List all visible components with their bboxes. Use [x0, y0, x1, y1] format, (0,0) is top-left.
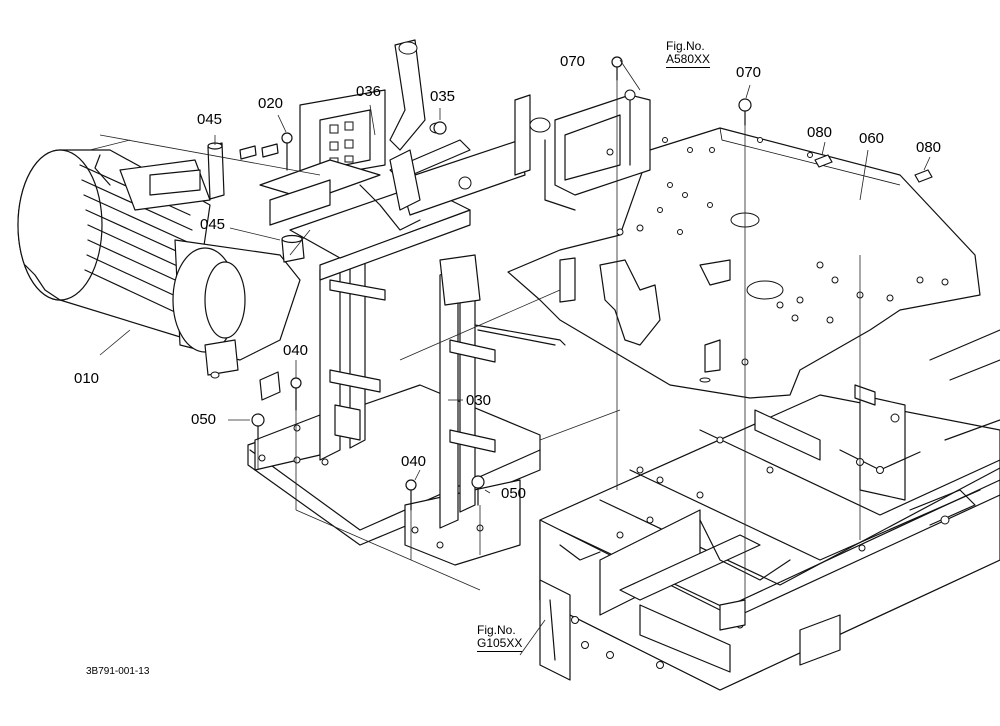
small-hardware — [207, 56, 933, 511]
bracket-a580 — [544, 89, 651, 211]
leader-lines — [89, 59, 931, 656]
air-cleaner — [17, 149, 301, 379]
part-label-045-mid: 045 — [200, 216, 226, 233]
figure-code: 3B791-001-13 — [86, 666, 150, 677]
part-label-060: 060 — [859, 130, 885, 147]
part-label-080-right: 080 — [916, 139, 942, 156]
part-label-040-mid: 040 — [401, 453, 427, 470]
part-label-010: 010 — [74, 370, 100, 387]
figure-reference-number: G105XX — [477, 636, 523, 652]
part-label-070-top: 070 — [560, 53, 586, 70]
part-label-050-right: 050 — [501, 485, 527, 502]
figure-reference-prefix: Fig.No. — [477, 623, 516, 637]
figure-reference-a580[interactable]: Fig.No. A580XX — [666, 39, 711, 68]
part-label-045-top: 045 — [197, 111, 223, 128]
part-label-035: 035 — [430, 88, 456, 105]
floor-plate — [507, 127, 981, 399]
part-label-080-left: 080 — [807, 124, 833, 141]
lever-bracket — [259, 39, 551, 231]
part-label-030: 030 — [466, 392, 492, 409]
figure-reference-g105[interactable]: Fig.No. G105XX — [477, 623, 523, 652]
part-label-036: 036 — [356, 83, 382, 100]
figure-reference-number: A580XX — [666, 52, 711, 68]
figure-reference-prefix: Fig.No. — [666, 39, 705, 53]
part-label-020: 020 — [258, 95, 284, 112]
tractor-frame — [539, 329, 1000, 691]
part-label-050-left: 050 — [191, 411, 217, 428]
part-label-070-right: 070 — [736, 64, 762, 81]
part-label-040-left: 040 — [283, 342, 309, 359]
